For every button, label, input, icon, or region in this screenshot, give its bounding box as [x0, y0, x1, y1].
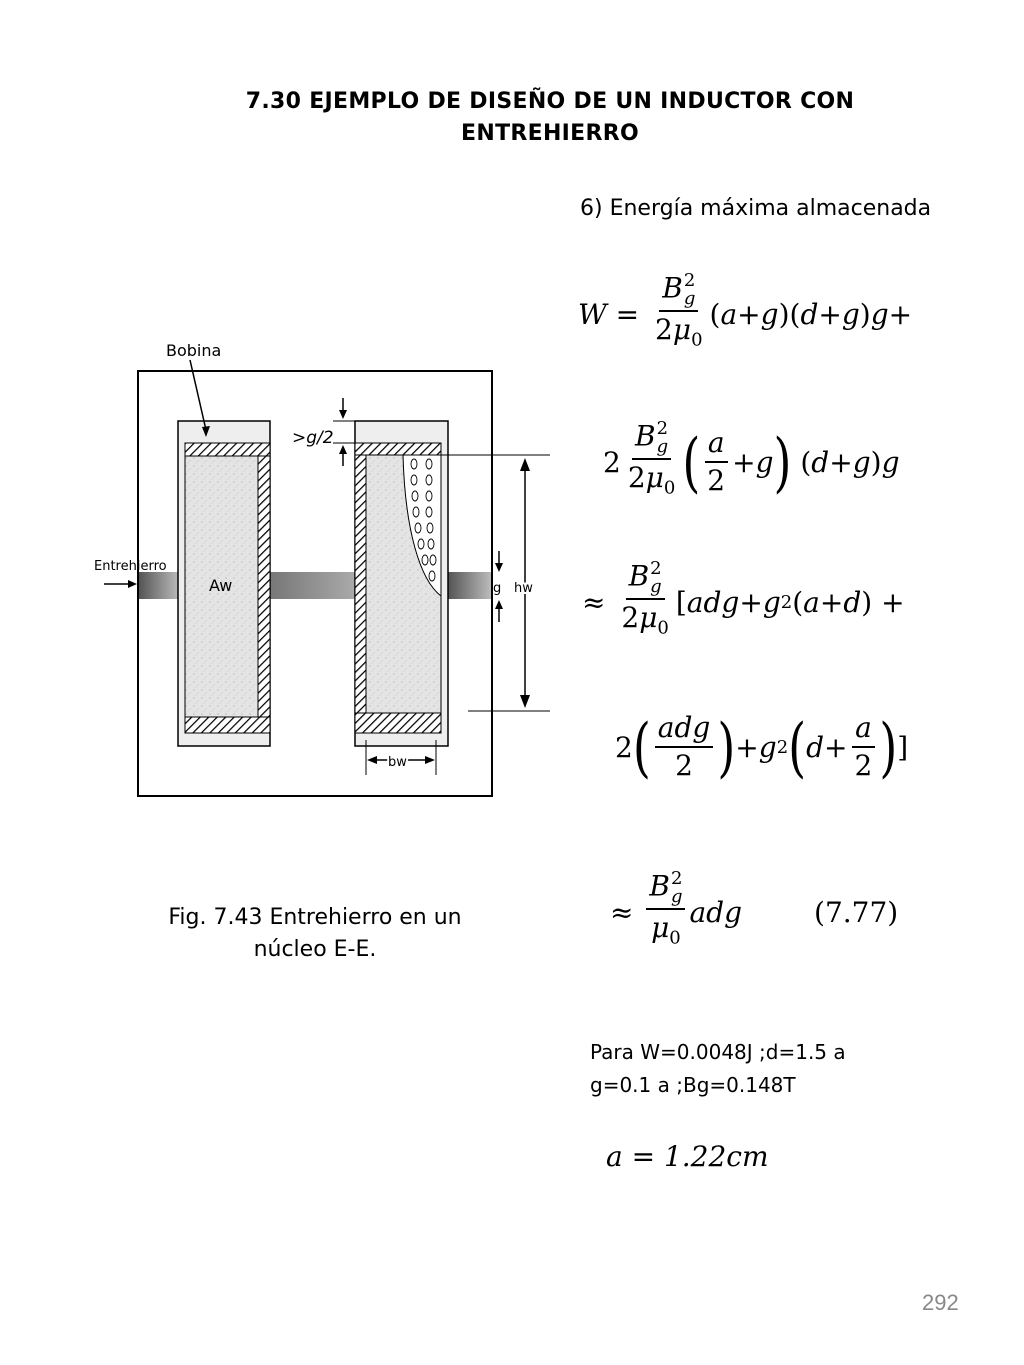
page-title: 7.30 EJEMPLO DE DISEÑO DE UN INDUCTOR CO… — [200, 86, 900, 150]
label-bw: bw — [388, 755, 407, 770]
title-line-1: 7.30 EJEMPLO DE DISEÑO DE UN INDUCTOR CO… — [245, 89, 855, 114]
caption-line-2: núcleo E-E. — [253, 937, 377, 962]
figure-caption: Fig. 7.43 Entrehierro en un núcleo E-E. — [150, 902, 480, 966]
label-bobina: Bobina — [166, 341, 221, 360]
right-bobbin-bottom — [354, 712, 442, 734]
air-gap-band-right — [448, 572, 491, 599]
left-bobbin-top — [184, 442, 271, 457]
caption-line-1: Fig. 7.43 Entrehierro en un — [168, 905, 462, 930]
result-equation: a = 1.22cm — [606, 1140, 769, 1173]
label-g-half: >g/2 — [292, 428, 334, 448]
label-aw: Aw — [209, 576, 232, 595]
left-winding-area — [184, 455, 259, 718]
step-heading: 6) Energía máxima almacenada — [580, 196, 932, 221]
left-bobbin-bottom — [184, 716, 271, 734]
winding-cutaway — [402, 454, 442, 598]
right-bobbin-top — [354, 442, 442, 456]
air-gap-band-left — [139, 572, 179, 599]
equation-number: (7.77) — [814, 895, 899, 929]
parameters-line-2: g=0.1 a ;Bg=0.148T — [590, 1073, 796, 1097]
left-bobbin-side — [257, 455, 271, 718]
page-number: 292 — [922, 1290, 959, 1315]
wire-turns — [410, 458, 437, 582]
label-entrehierro: Entrehierro — [94, 559, 167, 574]
label-hw: hw — [514, 581, 533, 596]
right-bobbin-side — [354, 454, 367, 714]
title-line-2: ENTREHIERRO — [461, 121, 639, 146]
label-g: g — [493, 581, 501, 596]
parameters-line-1: Para W=0.0048J ;d=1.5 a — [590, 1040, 846, 1064]
air-gap-band-center — [270, 572, 356, 599]
parameters-text: Para W=0.0048J ;d=1.5 a g=0.1 a ;Bg=0.14… — [590, 1036, 846, 1102]
